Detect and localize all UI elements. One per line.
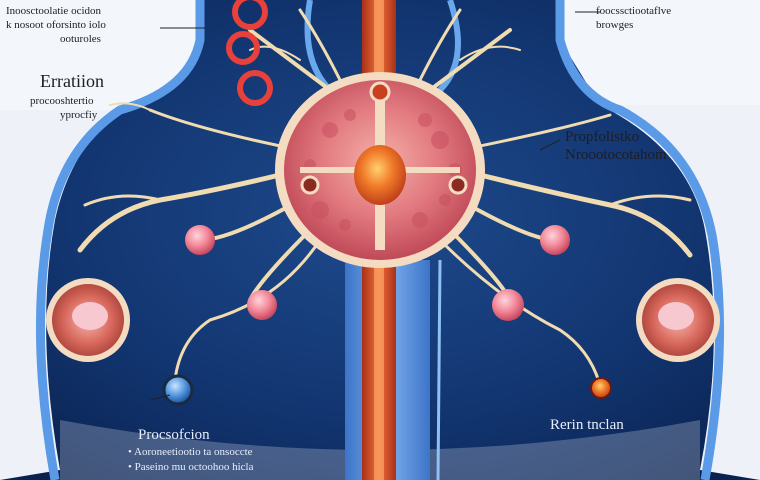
orange-node bbox=[590, 377, 612, 399]
leader-lines bbox=[149, 11, 600, 401]
label-top-left-1: Inoosctoolatie ocidon bbox=[6, 5, 102, 17]
label-erratum-2: yprocfiy bbox=[60, 109, 98, 121]
organ-texture bbox=[304, 109, 462, 231]
organ-left-node bbox=[300, 175, 320, 195]
bulb-right-upper bbox=[540, 225, 570, 255]
label-erratum-title: Erratiion bbox=[40, 71, 104, 91]
label-bottom-left-bullet-1-text: Aoroneetiootio ta onsoccte bbox=[134, 446, 253, 458]
label-right-mid-2: Nroootocotahom bbox=[565, 147, 667, 163]
label-right-mid-1: Propfolistko bbox=[565, 129, 640, 145]
organ-top-node bbox=[369, 81, 391, 103]
ring-chain bbox=[226, 0, 273, 106]
label-top-right-1: foocssctiootaflve bbox=[596, 5, 672, 17]
label-top-right-2: browges bbox=[596, 19, 634, 31]
side-vessel bbox=[436, 259, 442, 480]
top-right-panel bbox=[560, 0, 760, 105]
right-body-outline bbox=[555, 0, 725, 480]
label-bottom-left-bullet-2: • Paseino mu octoohoo hicla bbox=[128, 461, 254, 473]
bulb-left-lower bbox=[247, 290, 277, 320]
left-flank bbox=[0, 110, 120, 480]
left-body-outline bbox=[35, 0, 205, 480]
organ-core bbox=[354, 145, 406, 205]
left-gland-core bbox=[72, 302, 108, 330]
label-bottom-left-bullet-2-text: Paseino mu octoohoo hicla bbox=[134, 461, 254, 473]
label-bottom-right: Rerin tnclan bbox=[550, 417, 624, 433]
bulb-left-upper bbox=[185, 225, 215, 255]
label-bottom-left-bullet-1: • Aoroneetiootio ta onsoccte bbox=[128, 446, 253, 458]
label-top-left-2: k nosoot oforsinto iolo bbox=[6, 19, 106, 31]
label-erratum-1: procooshtertio bbox=[30, 95, 94, 107]
upper-tube-right bbox=[437, 0, 461, 93]
top-left-panel bbox=[0, 0, 200, 110]
label-top-left-3: ooturoles bbox=[60, 33, 101, 45]
right-gland-core bbox=[658, 302, 694, 330]
label-bottom-left-title: Procsofcion bbox=[138, 427, 210, 443]
blue-node bbox=[162, 374, 194, 406]
organ-right-node bbox=[448, 175, 468, 195]
bulb-right-lower bbox=[492, 289, 524, 321]
